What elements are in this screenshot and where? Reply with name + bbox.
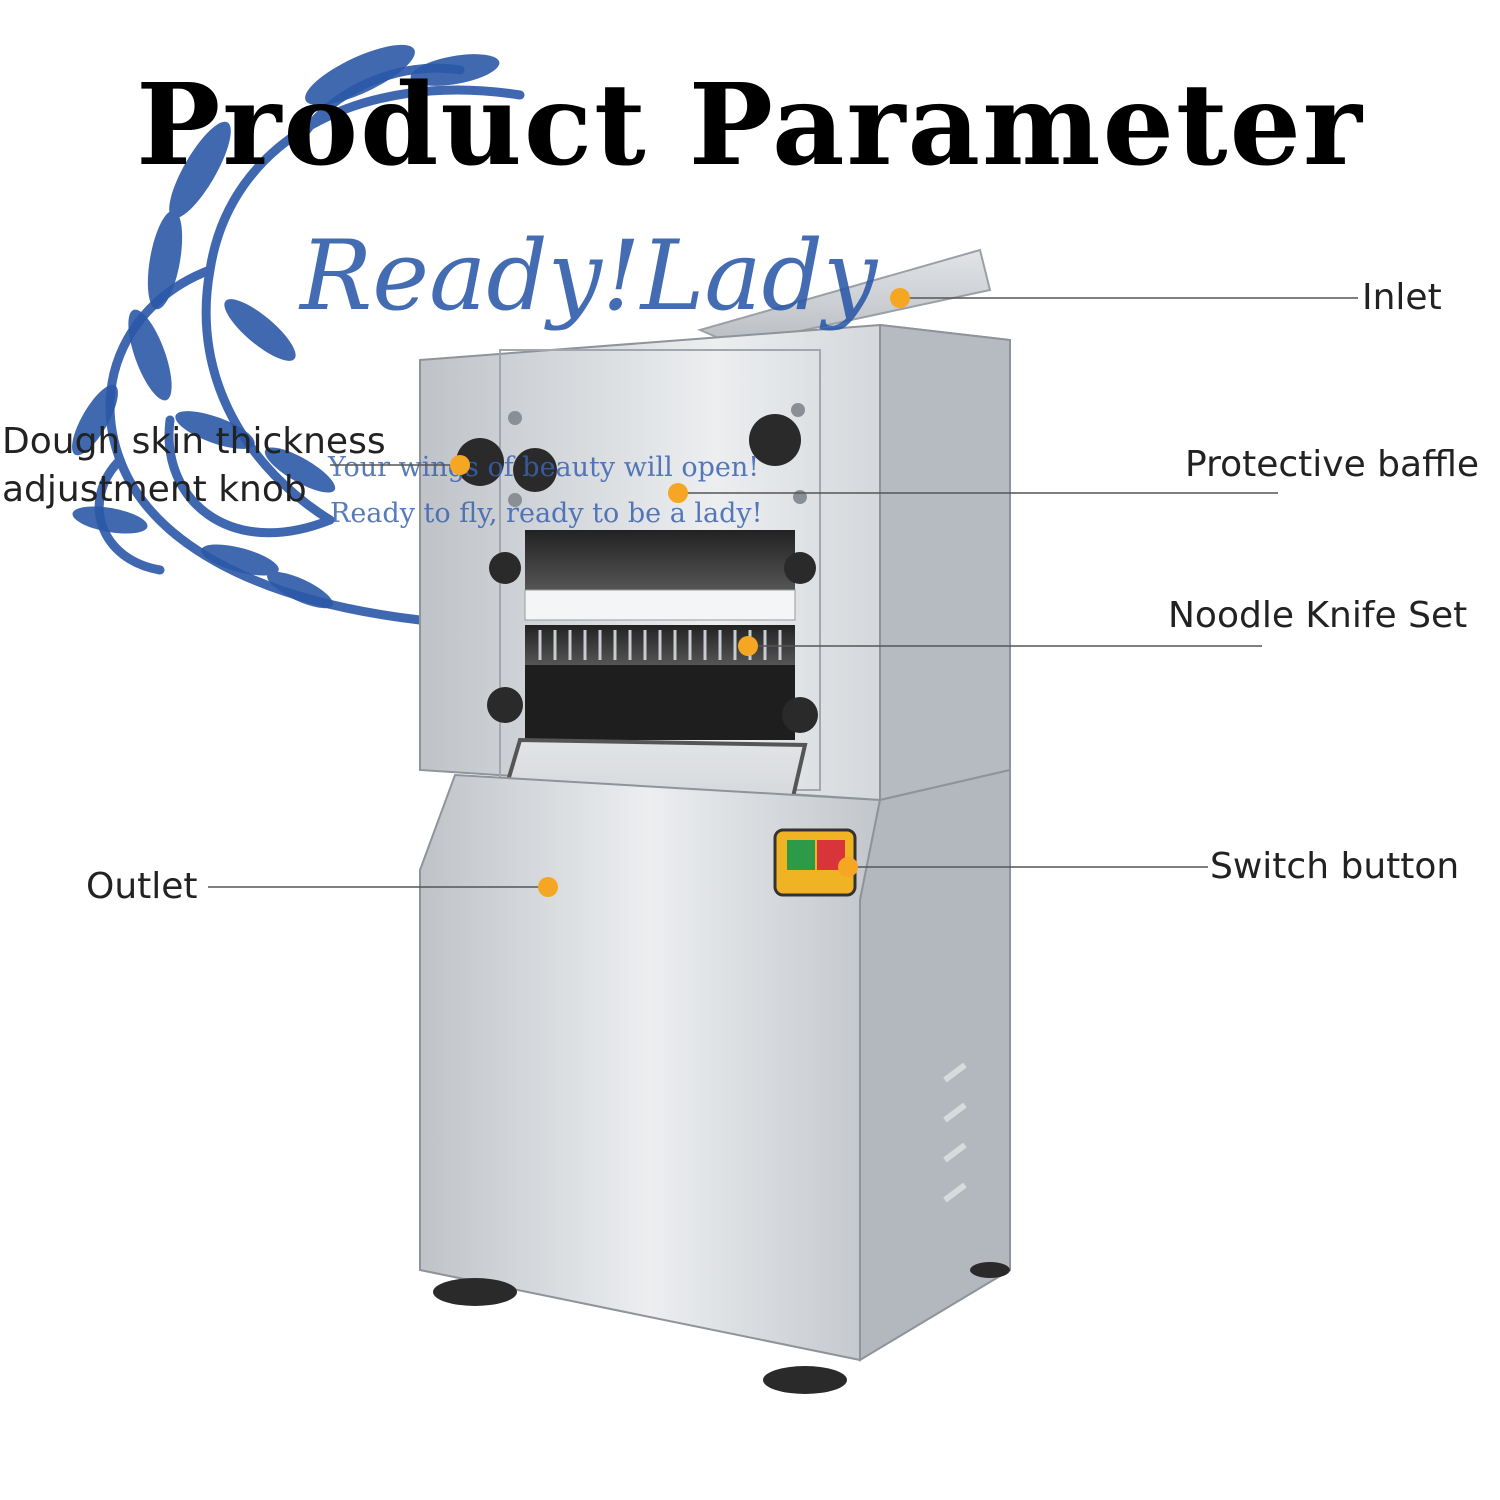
callout-noodle-knife-set: Noodle Knife Set — [1168, 595, 1468, 636]
brand-watermark: Ready!Lady — [300, 220, 878, 332]
baffle-marker-dot — [668, 483, 688, 503]
callout-outlet: Outlet — [86, 866, 198, 907]
switch-marker-dot — [838, 857, 858, 877]
callout-knob-line-1: Dough skin thickness — [2, 421, 386, 462]
upper-housing — [419, 323, 1011, 802]
knife-marker-dot — [738, 636, 758, 656]
knob-marker-dot — [450, 455, 470, 475]
inlet-marker-dot — [890, 288, 910, 308]
callout-switch-button: Switch button — [1210, 846, 1460, 887]
slogan-line-2: Ready to fly, ready to be a lady! — [330, 498, 763, 529]
callout-knob-line-2: adjustment knob — [2, 469, 307, 510]
slogan-line-1: Your wings of beauty will open! — [328, 452, 760, 483]
outlet-marker-dot — [538, 877, 558, 897]
switch-panel — [773, 828, 857, 897]
lower-cabinet — [419, 768, 1011, 1394]
callout-protective-baffle: Protective baffle — [1185, 444, 1480, 485]
callout-inlet: Inlet — [1362, 277, 1442, 318]
page-title: Product Parameter — [136, 60, 1364, 191]
